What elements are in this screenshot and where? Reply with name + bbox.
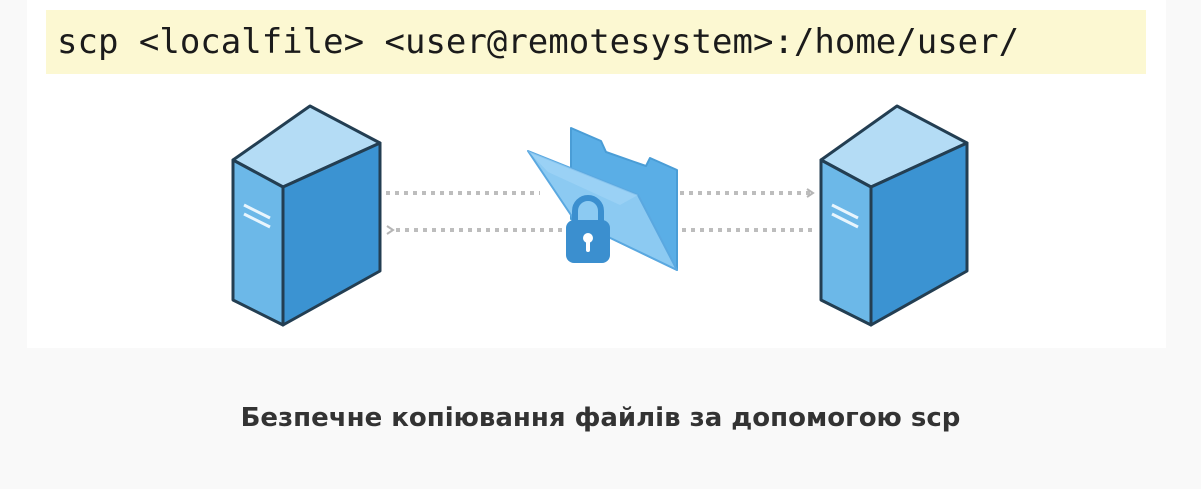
lock-icon bbox=[566, 195, 610, 263]
scp-command-text: scp <localfile> <user@remotesystem>:/hom… bbox=[57, 22, 1020, 62]
command-bar bbox=[46, 10, 1146, 74]
local-server-icon bbox=[231, 104, 382, 327]
transfer-arrows bbox=[386, 188, 815, 235]
figure-caption: Безпечне копіювання файлів за допомогою … bbox=[240, 403, 961, 433]
remote-server-icon bbox=[819, 104, 969, 327]
